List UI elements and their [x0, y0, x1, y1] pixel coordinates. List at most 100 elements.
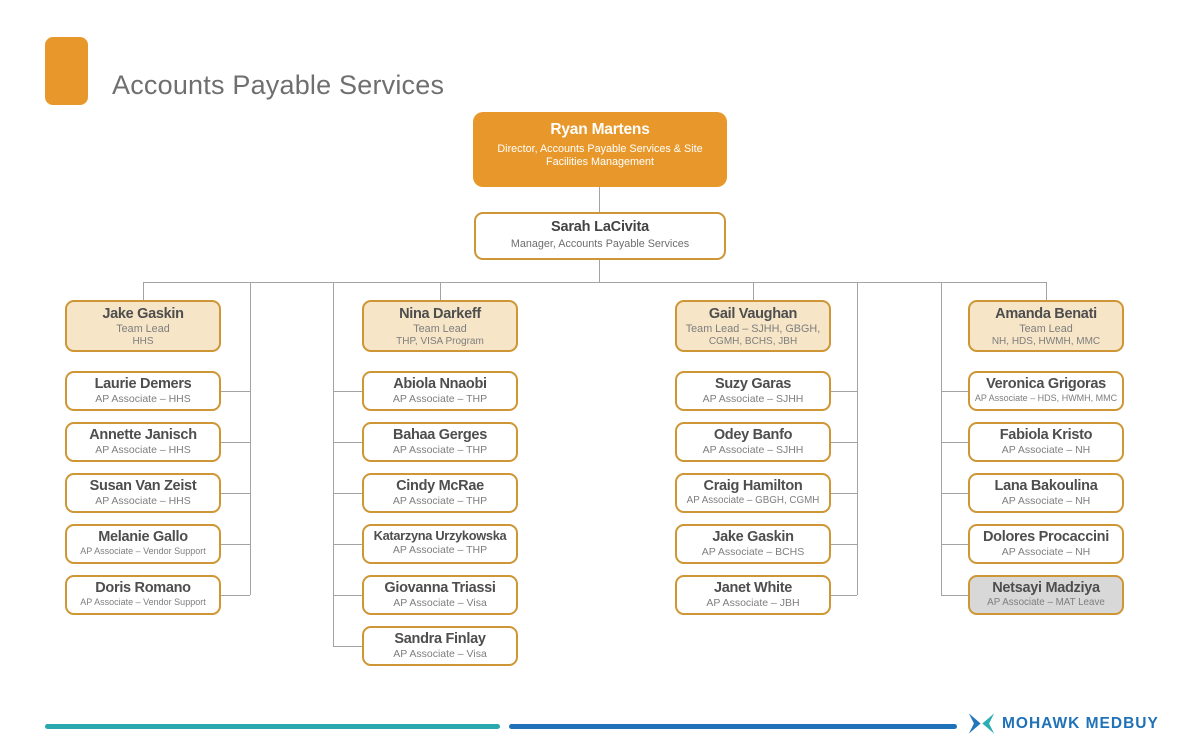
connector-stub: [941, 391, 968, 392]
mohawk-medbuy-logo-icon: [968, 713, 995, 734]
connector-manager-rail: [599, 260, 600, 282]
member-name: Netsayi Madziya: [992, 580, 1100, 596]
member-role: AP Associate – HHS: [95, 494, 191, 507]
team-lead-sites: CGMH, BCHS, JBH: [708, 336, 798, 348]
member-role: AP Associate – THP: [392, 392, 488, 405]
connector-stub: [333, 646, 362, 647]
member-name: Sandra Finlay: [394, 631, 486, 647]
member-role: AP Associate – THP: [392, 494, 488, 507]
member-role: AP Associate – HDS, HWMH, MMC: [974, 392, 1118, 403]
mohawk-medbuy-logo: MOHAWK MEDBUY: [968, 712, 1159, 735]
member-name: Susan Van Zeist: [89, 478, 197, 494]
team-lead-name: Amanda Benati: [995, 306, 1097, 322]
member-role: AP Associate – BCHS: [701, 545, 805, 558]
mohawk-medbuy-logo-text: MOHAWK MEDBUY: [1002, 714, 1159, 732]
member-name: Fabiola Kristo: [999, 427, 1093, 443]
connector-spine: [250, 282, 251, 595]
member-name: Bahaa Gerges: [393, 427, 487, 443]
connector-stub: [831, 442, 857, 443]
manager-role: Manager, Accounts Payable Services: [510, 238, 690, 250]
team-lead-role: Team Lead – SJHH, GBGH,: [685, 322, 821, 335]
member-role: AP Associate – NH: [1001, 443, 1091, 456]
team-lead-sites: THP, VISA Program: [396, 336, 484, 348]
member-role: AP Associate – NH: [1001, 545, 1091, 558]
member-role: AP Associate – SJHH: [702, 392, 804, 405]
connector-stub: [221, 595, 250, 596]
member-name: Dolores Procaccini: [983, 529, 1109, 545]
connector-stub: [221, 442, 250, 443]
member-role: AP Associate – JBH: [706, 596, 800, 609]
connector-stub: [831, 595, 857, 596]
footer-rule-blue: [509, 724, 957, 729]
connector-spine: [333, 282, 334, 646]
connector-lead-drop: [1046, 282, 1047, 300]
member-name: Lana Bakoulina: [994, 478, 1098, 494]
manager-name: Sarah LaCivita: [551, 219, 649, 235]
team-lead-name: Gail Vaughan: [708, 306, 798, 322]
team-lead-sites: NH, HDS, HWMH, MMC: [991, 336, 1101, 348]
connector-stub: [333, 442, 362, 443]
member-role: AP Associate – HHS: [95, 392, 191, 405]
member-name: Veronica Grigoras: [986, 376, 1106, 392]
connector-lead-drop: [143, 282, 144, 300]
team-lead-role: Team Lead: [413, 322, 467, 335]
member-role: AP Associate – Vendor Support: [80, 596, 206, 607]
member-name: Laurie Demers: [94, 376, 192, 392]
director-role-line2: Facilities Management: [545, 156, 655, 169]
connector-stub: [221, 493, 250, 494]
connector-stub: [941, 595, 968, 596]
member-role: AP Associate – SJHH: [702, 443, 804, 456]
director-name: Ryan Martens: [550, 121, 650, 138]
member-role: AP Associate – Visa: [393, 647, 487, 660]
member-name: Annette Janisch: [89, 427, 197, 443]
member-name: Craig Hamilton: [703, 478, 803, 494]
member-name: Giovanna Triassi: [384, 580, 496, 596]
connector-stub: [941, 493, 968, 494]
member-role: AP Associate – THP: [392, 543, 488, 556]
connector-stub: [941, 442, 968, 443]
member-name: Odey Banfo: [713, 427, 793, 443]
connector-stub: [831, 544, 857, 545]
member-role: AP Associate – Visa: [393, 596, 487, 609]
member-role: AP Associate – Vendor Support: [80, 545, 206, 556]
connector-stub: [221, 391, 250, 392]
connector-lead-drop: [753, 282, 754, 300]
member-role: AP Associate – GBGH, CGMH: [686, 494, 820, 506]
member-name: Janet White: [713, 580, 793, 596]
member-role: AP Associate – THP: [392, 443, 488, 456]
page-title: Accounts Payable Services: [112, 70, 445, 100]
connector-main-rail: [143, 282, 1046, 283]
connector-stub: [333, 493, 362, 494]
member-role: AP Associate – MAT Leave: [987, 596, 1105, 608]
connector-stub: [333, 544, 362, 545]
member-name: Doris Romano: [95, 580, 191, 596]
member-name: Jake Gaskin: [712, 529, 794, 545]
team-lead-role: Team Lead: [1019, 322, 1073, 335]
org-box-manager: Sarah LaCivita Manager, Accounts Payable…: [474, 212, 726, 260]
title-accent-square: [45, 37, 88, 105]
connector-lead-drop: [440, 282, 441, 300]
team-lead-role: Team Lead: [116, 322, 170, 335]
member-name: Melanie Gallo: [98, 529, 188, 545]
connector-spine: [857, 282, 858, 595]
